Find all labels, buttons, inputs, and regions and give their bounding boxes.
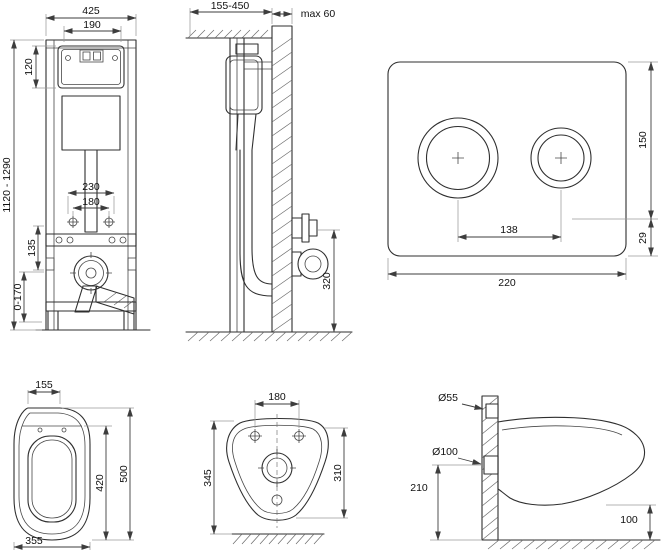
flush-plate-view: 150 29 138 220 bbox=[387, 61, 658, 289]
frame-side-view: 155-450 max 60 320 bbox=[185, 0, 353, 342]
cistern-side bbox=[225, 55, 263, 115]
dim-cistern-width: 190 bbox=[83, 19, 101, 31]
big-flush-button bbox=[417, 117, 499, 199]
dim-frame-width: 425 bbox=[82, 5, 100, 17]
dim-plate-height: 150 bbox=[637, 131, 649, 149]
wall-section bbox=[271, 25, 293, 333]
inlet-pipe bbox=[485, 403, 499, 419]
dim-bowl-width: 355 bbox=[25, 535, 43, 547]
dim-wall-max: max 60 bbox=[301, 8, 336, 20]
bowl-top-view: 155 420 500 355 bbox=[13, 379, 134, 550]
dim-bolt-spacing: 180 bbox=[268, 391, 286, 403]
bowl-outline bbox=[13, 407, 91, 541]
mounting-bolt-holes bbox=[248, 429, 306, 443]
dim-span-inner: 180 bbox=[82, 196, 100, 208]
dim-outlet-diameter: Ø100 bbox=[432, 446, 458, 458]
dim-front-clearance: 100 bbox=[620, 514, 638, 526]
dim-inlet-diameter: Ø55 bbox=[438, 392, 458, 404]
outlet-elbow bbox=[239, 247, 273, 297]
actuator bbox=[235, 43, 259, 55]
bowl-plan-view: 180 345 310 bbox=[202, 391, 348, 545]
dim-back-width: 155 bbox=[35, 379, 53, 391]
outlet-bend bbox=[74, 285, 98, 313]
frame-front-view: 425 190 120 1120 - 1290 230 180 135 0-17… bbox=[1, 5, 151, 331]
dim-frame-height-range: 1120 - 1290 bbox=[1, 157, 13, 212]
dim-total-length: 500 bbox=[118, 465, 130, 483]
dim-drain-offset: 135 bbox=[26, 239, 38, 257]
drain-pipe bbox=[483, 455, 499, 475]
dim-depth-total: 345 bbox=[202, 469, 214, 487]
dim-button-offset: 29 bbox=[637, 232, 649, 244]
bottom-beam bbox=[45, 301, 137, 312]
tank-body bbox=[61, 95, 121, 151]
crossbar bbox=[45, 233, 137, 247]
bowl-outline bbox=[226, 418, 329, 521]
dim-outlet-height: 320 bbox=[321, 272, 333, 290]
flush-plate bbox=[387, 61, 627, 257]
dim-span-outer: 230 bbox=[82, 181, 100, 193]
seat-opening bbox=[27, 435, 77, 523]
drain-socket bbox=[70, 252, 112, 294]
flush-pipe-side bbox=[239, 149, 253, 253]
dim-seat-length: 420 bbox=[94, 474, 106, 492]
dim-depth-bowl: 310 bbox=[332, 464, 344, 482]
dim-depth-range: 155-450 bbox=[211, 0, 250, 12]
inlet-hole bbox=[271, 494, 283, 506]
dim-plate-width: 220 bbox=[498, 277, 516, 289]
mounting-holes bbox=[67, 216, 115, 228]
left-foot bbox=[47, 310, 59, 331]
dim-foot-range: 0-170 bbox=[12, 283, 24, 310]
small-flush-button bbox=[530, 127, 592, 189]
dim-cistern-height: 120 bbox=[23, 58, 35, 76]
dim-outlet-height: 210 bbox=[410, 482, 428, 494]
dim-button-spacing: 138 bbox=[500, 224, 518, 236]
bowl-side-view: Ø55 Ø100 210 100 bbox=[410, 392, 661, 550]
wall-fittings bbox=[291, 213, 329, 280]
drain-opening bbox=[258, 449, 296, 487]
bowl-profile bbox=[497, 416, 646, 506]
cistern bbox=[57, 45, 125, 89]
